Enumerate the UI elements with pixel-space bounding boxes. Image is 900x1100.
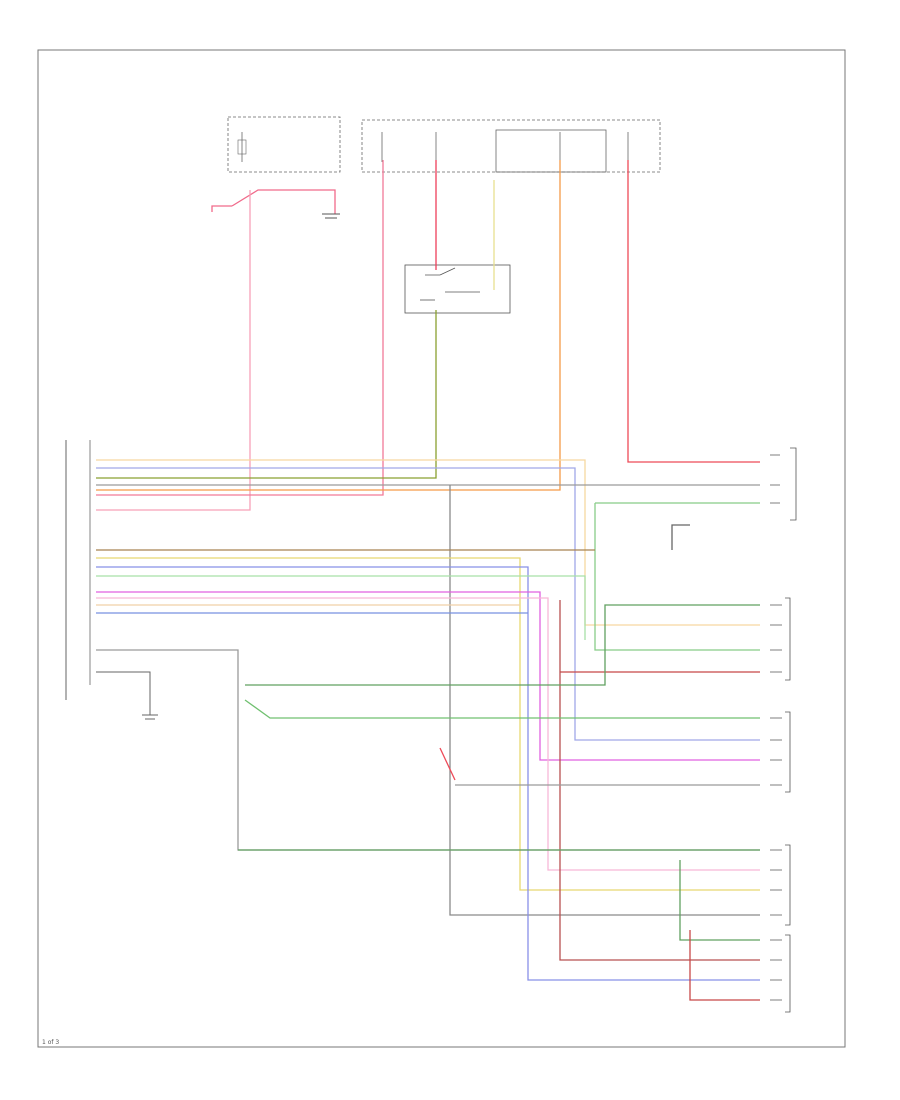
connector-left-rear-speaker [770, 844, 791, 926]
switch-assembly-left [211, 189, 340, 219]
connector-left-front-speaker [770, 597, 791, 681]
diagram-border [37, 49, 846, 1048]
fuse-block-center [361, 119, 661, 173]
ground-symbol-right [671, 524, 690, 550]
fuse-block-left [227, 116, 341, 173]
diagram-id: 1 of 3 [42, 1039, 59, 1046]
connector-radio-upper [770, 447, 797, 521]
relay-box [404, 264, 511, 314]
ground-symbol-left [96, 671, 158, 720]
connector-right-rear-speaker [770, 934, 791, 1013]
connector-right-front-speaker [770, 711, 791, 793]
